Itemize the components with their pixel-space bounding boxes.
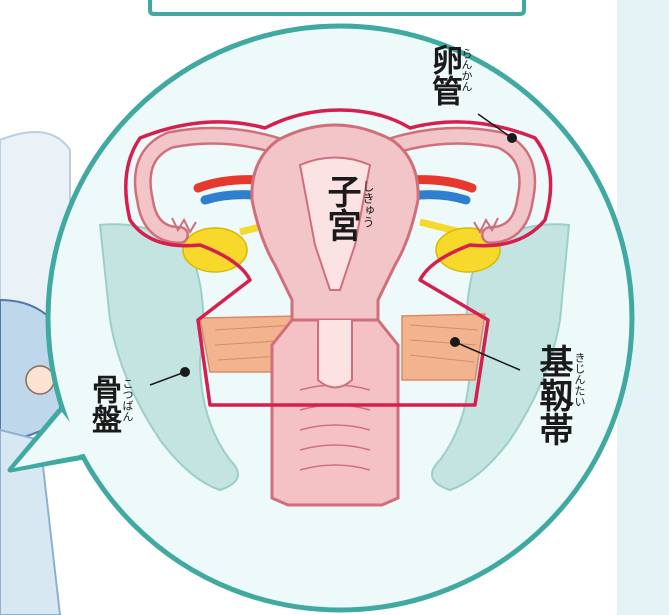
title-frame	[150, 0, 524, 14]
pelvis-label: 骨盤	[88, 374, 118, 434]
oviduct-label: 卵管	[428, 44, 459, 106]
uterus-reading: しきゅう	[362, 180, 374, 228]
oviduct-reading: らんかん	[461, 48, 472, 92]
vagina	[272, 320, 398, 505]
pelvis-reading: こつばん	[122, 378, 133, 422]
cardinal-ligament-label: 基靱帯	[536, 344, 570, 446]
uterus-label: 子宮	[324, 174, 358, 242]
cardinal-ligament-reading: きじんたい	[574, 352, 585, 407]
